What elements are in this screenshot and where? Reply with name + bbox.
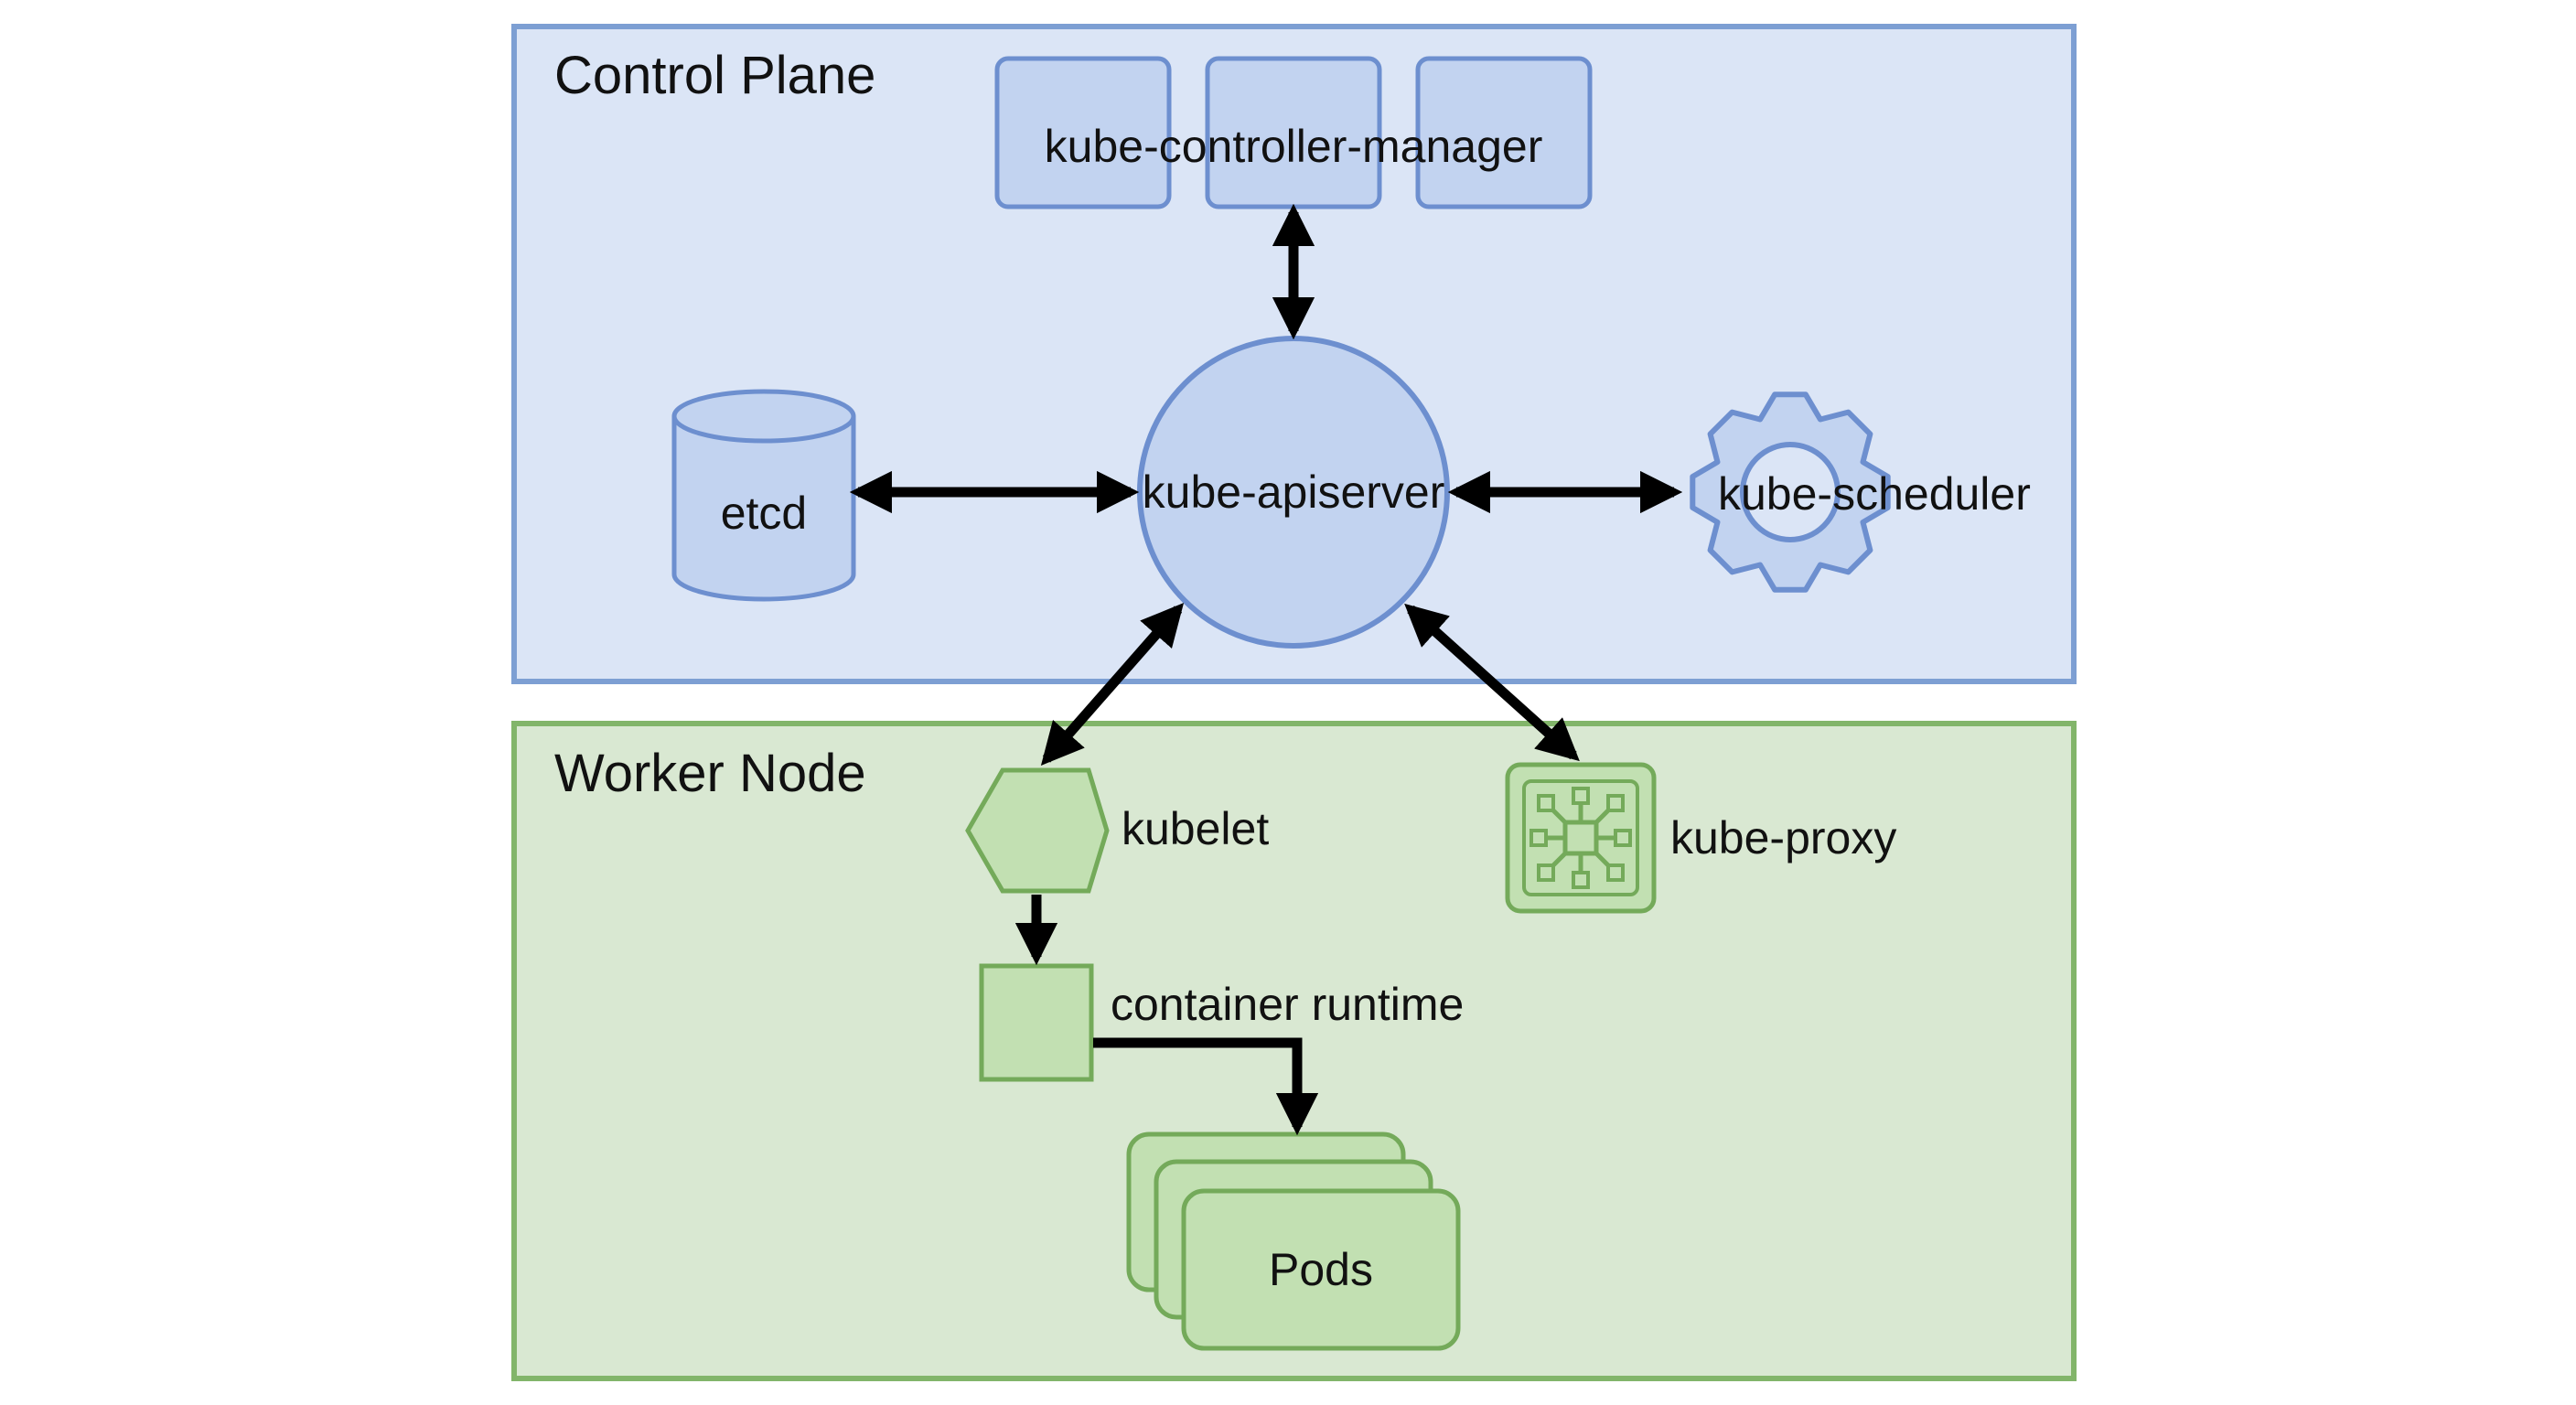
- worker-node-title: Worker Node: [554, 744, 866, 803]
- container-runtime-node: container runtime: [979, 963, 1464, 1082]
- pods-node: Pods: [1126, 1132, 1461, 1351]
- stacked-cards-icon: [1126, 1132, 1461, 1351]
- square-icon: [979, 963, 1094, 1082]
- etcd-label: etcd: [721, 488, 808, 539]
- arrow-apiserver-kubelet: [1040, 603, 1185, 766]
- kube-scheduler-label: kube-scheduler: [1718, 468, 2031, 520]
- arrow-apiserver-kubeproxy: [1404, 603, 1580, 762]
- kubelet-node: kubelet: [965, 767, 1269, 894]
- pods-label: Pods: [1269, 1244, 1373, 1295]
- etcd-node: etcd: [671, 389, 856, 602]
- database-cylinder-icon: [671, 389, 856, 602]
- controller-manager-box-1: [994, 56, 1172, 209]
- container-runtime-label: container runtime: [1111, 979, 1464, 1030]
- kube-controller-manager-node: kube-controller-manager: [994, 56, 1593, 209]
- gear-icon: [1690, 391, 1891, 593]
- network-chip-icon: [1505, 762, 1657, 914]
- kube-apiserver-node: kube-apiserver: [1137, 336, 1450, 649]
- controller-manager-box-3: [1415, 56, 1593, 209]
- kube-controller-manager-label: kube-controller-manager: [1045, 121, 1543, 172]
- arrow-runtime-pods: [1093, 1037, 1319, 1136]
- kube-apiserver-label: kube-apiserver: [1143, 467, 1445, 518]
- hexagon-icon: [965, 767, 1110, 894]
- control-plane-title: Control Plane: [554, 46, 875, 105]
- kube-scheduler-node: kube-scheduler: [1690, 391, 2031, 593]
- kube-proxy-node: kube-proxy: [1505, 762, 1896, 914]
- kubelet-label: kubelet: [1122, 803, 1269, 854]
- kube-proxy-label: kube-proxy: [1670, 812, 1896, 863]
- control-plane-section: Control Plane kube-controller-manager et…: [511, 24, 2077, 684]
- connections: [849, 203, 1683, 1136]
